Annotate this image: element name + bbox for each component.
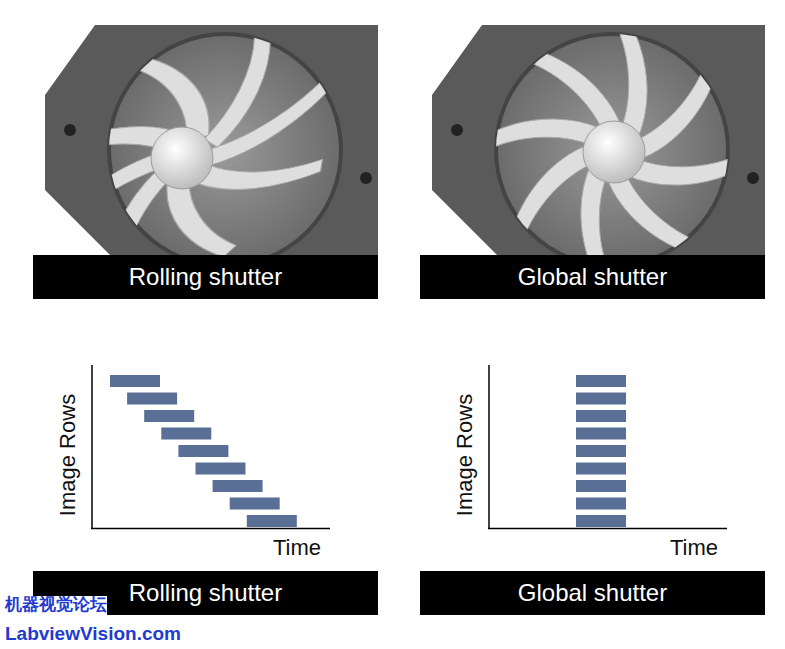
band-text: Global shutter	[518, 263, 667, 291]
axis-label: Time	[273, 536, 321, 560]
fan-rolling	[0, 25, 401, 288]
label-band: Global shutter	[420, 255, 765, 299]
band-text: Rolling shutter	[129, 263, 282, 291]
timing-chart-global	[488, 365, 727, 529]
watermark: 机器视觉论坛	[5, 596, 107, 615]
band-text: Global shutter	[518, 579, 667, 607]
axis-label: Image Rows	[453, 394, 477, 516]
axis-label: Time	[670, 536, 718, 560]
watermark: LabviewVision.com	[5, 624, 181, 645]
timing-chart-rolling	[91, 365, 330, 529]
axis-label: Image Rows	[56, 394, 80, 516]
band-text: Rolling shutter	[129, 579, 282, 607]
label-band: Rolling shutter	[33, 255, 378, 299]
fan-global	[432, 15, 765, 289]
label-band: Global shutter	[420, 571, 765, 615]
